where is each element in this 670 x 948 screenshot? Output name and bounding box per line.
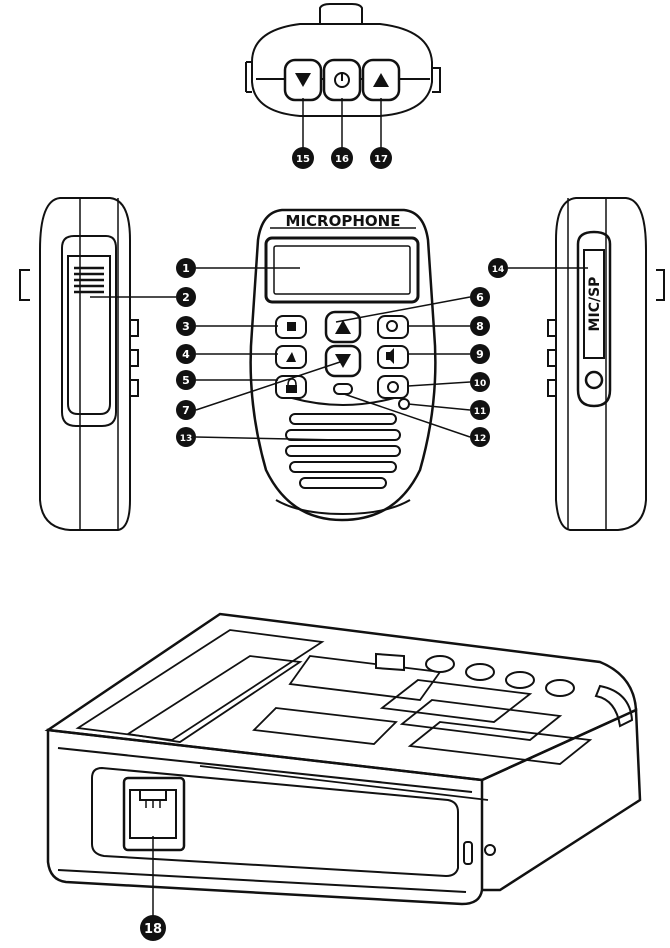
svg-text:16: 16 [335, 154, 349, 165]
power-icon [334, 72, 350, 88]
callout-15: 15 [292, 147, 314, 169]
rj45-port [122, 776, 186, 852]
svg-text:18: 18 [144, 922, 162, 937]
svg-text:17: 17 [374, 154, 388, 165]
down-arrow-icon [295, 73, 311, 87]
callout-11: 11 [470, 400, 490, 420]
svg-text:15: 15 [296, 154, 310, 165]
led-indicator [398, 398, 410, 410]
svg-text:10: 10 [474, 379, 487, 389]
button-12 [333, 383, 353, 395]
button-8 [377, 315, 409, 339]
callout-16: 16 [331, 147, 353, 169]
callout-9: 9 [470, 344, 490, 364]
callout-17: 17 [370, 147, 392, 169]
svg-text:7: 7 [182, 404, 190, 417]
radio-unit [44, 612, 642, 916]
svg-text:3: 3 [182, 320, 190, 333]
up-arrow-icon [335, 320, 351, 334]
callout-6: 6 [470, 287, 490, 307]
svg-text:1: 1 [182, 262, 190, 275]
mic-jack [584, 370, 604, 390]
mic-left-side-view [19, 197, 176, 531]
down-arrow-icon [335, 354, 351, 368]
callout-1: 1 [176, 258, 196, 278]
svg-text:13: 13 [180, 434, 193, 444]
svg-text:6: 6 [476, 291, 484, 304]
svg-text:12: 12 [474, 434, 487, 444]
callout-4: 4 [176, 344, 196, 364]
callout-8: 8 [470, 316, 490, 336]
svg-text:9: 9 [476, 348, 484, 361]
mic-top-view [245, 3, 441, 148]
callout-12: 12 [470, 427, 490, 447]
callout-10: 10 [470, 372, 490, 392]
svg-text:5: 5 [182, 374, 190, 387]
callout-3: 3 [176, 316, 196, 336]
callout-13: 13 [176, 427, 196, 447]
svg-text:14: 14 [492, 265, 505, 275]
mic-label: MICROPHONE [286, 212, 401, 230]
callout-7: 7 [176, 400, 196, 420]
callout-5: 5 [176, 370, 196, 390]
svg-text:8: 8 [476, 320, 484, 333]
up-arrow-icon [373, 73, 389, 87]
svg-text:2: 2 [182, 291, 190, 304]
mic-sp-label: MIC/SP [587, 277, 603, 332]
callout-18: 18 [140, 915, 166, 941]
button-10 [377, 375, 409, 399]
mic-front-view: MICROPHONE [195, 208, 471, 522]
callout-badges: 15 16 17 1 2 3 4 5 7 13 6 8 9 10 11 12 1… [140, 147, 508, 941]
callout-14: 14 [488, 258, 508, 278]
mic-right-side-view: MIC/SP [508, 197, 665, 531]
svg-text:4: 4 [182, 348, 190, 361]
callout-2: 2 [176, 287, 196, 307]
svg-text:11: 11 [474, 407, 487, 417]
lcd-display [264, 236, 420, 304]
